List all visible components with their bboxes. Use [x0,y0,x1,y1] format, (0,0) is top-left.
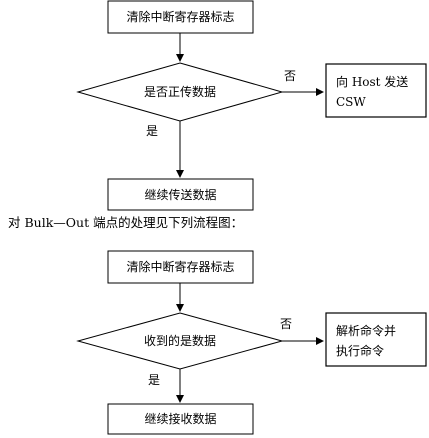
fc1-continue-box [107,178,254,211]
flowchart-1: 清除中断寄存器标志 是否正传数据 否 向 Host 发送 CSW 是 继续传送数… [76,0,427,211]
fc2-decision-text: 收到的是数据 [144,333,216,348]
fc2-continue-box [107,403,254,435]
fc1-continue-text: 继续传送数据 [144,187,216,202]
fc2-yes-label: 是 [148,373,160,387]
fc1-clear-flags-text: 清除中断寄存器标志 [126,9,234,24]
fc1-clear-flags-box [107,0,254,34]
fc1-decision-text: 是否正传数据 [144,84,216,99]
bulk-out-caption: 对 Bulk—Out 端点的处理见下列流程图： [8,215,243,230]
fc1-yes-label: 是 [146,124,158,138]
fc2-continue-text: 继续接收数据 [144,411,216,426]
fc1-send-csw-box [325,63,427,118]
fc2-parse-command-line2: 执行命令 [336,343,384,358]
fc1-no-label: 否 [284,69,296,83]
fc2-clear-flags-box [107,250,254,284]
fc2-clear-flags-text: 清除中断寄存器标志 [126,259,234,274]
fc1-send-csw-line2: CSW [336,95,366,109]
flowchart-2: 清除中断寄存器标志 收到的是数据 否 解析命令并 执行命令 是 继续接收数据 [76,250,427,435]
fc2-parse-command-box [325,312,427,367]
fc1-send-csw-line1: 向 Host 发送 [336,74,408,89]
fc2-parse-command-line1: 解析命令并 [336,323,396,338]
fc2-no-label: 否 [280,317,292,331]
